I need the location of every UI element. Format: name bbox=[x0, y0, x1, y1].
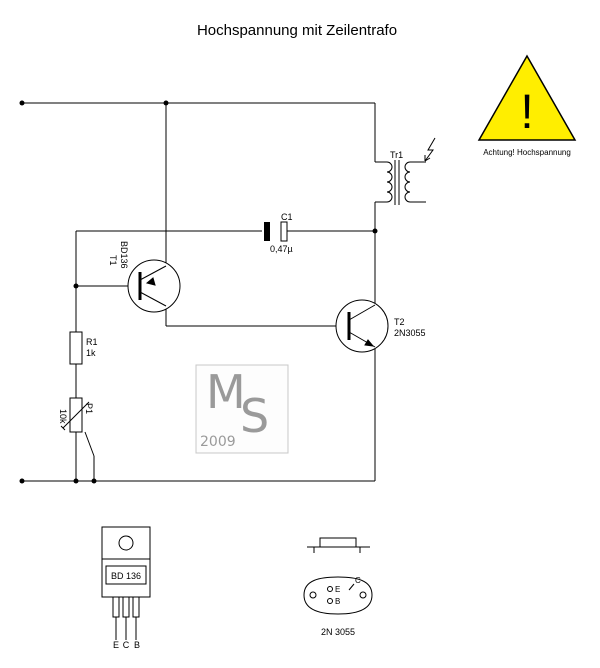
ms-2009-watermark: M S 2009 bbox=[195, 364, 289, 454]
potentiometer-p1 bbox=[60, 397, 90, 433]
high-voltage-warning: ! Achtung! Hochspannung bbox=[477, 54, 577, 157]
spark-icon bbox=[424, 137, 436, 162]
r1-value: 1k bbox=[86, 348, 96, 358]
wires bbox=[22, 102, 387, 482]
bd136-pin-b: B bbox=[134, 640, 140, 650]
transistor-t2 bbox=[335, 299, 389, 353]
n2n3055-pin-b: B bbox=[335, 597, 340, 606]
bd136-pin-c: C bbox=[123, 640, 130, 650]
capacitor-c1 bbox=[264, 221, 288, 242]
n2n3055-side-view bbox=[307, 537, 370, 553]
resistor-r1 bbox=[69, 331, 83, 365]
watermark-s: S bbox=[240, 389, 269, 443]
watermark-m: M bbox=[206, 365, 246, 419]
bd136-pin-e: E bbox=[113, 640, 119, 650]
junctions bbox=[19, 100, 378, 484]
n2n3055-pin-e: E bbox=[335, 585, 340, 594]
n2n3055-pin-c: C bbox=[355, 576, 361, 585]
t2-type: 2N3055 bbox=[394, 328, 426, 338]
warning-text: Achtung! Hochspannung bbox=[483, 148, 571, 157]
r1-ref: R1 bbox=[86, 337, 98, 347]
tr1-ref: Tr1 bbox=[390, 150, 403, 160]
warning-triangle-icon bbox=[477, 54, 577, 141]
watermark-year: 2009 bbox=[200, 434, 236, 450]
bd136-package bbox=[101, 526, 151, 640]
c1-ref: C1 bbox=[281, 212, 293, 222]
transformer-tr1 bbox=[386, 137, 436, 205]
n2n3055-label: 2N 3055 bbox=[321, 627, 355, 637]
p1-value: 10k bbox=[58, 409, 68, 424]
t1-ref: T1 bbox=[108, 255, 118, 266]
p1-ref: P1 bbox=[84, 403, 94, 414]
n2n3055-bottom-view bbox=[303, 576, 373, 615]
bd136-label: BD 136 bbox=[111, 571, 141, 581]
page-title: Hochspannung mit Zeilentrafo bbox=[197, 22, 397, 39]
c1-value: 0,47µ bbox=[270, 244, 293, 254]
exclamation-icon: ! bbox=[520, 86, 533, 139]
t2-ref: T2 bbox=[394, 317, 405, 327]
transistor-t1 bbox=[127, 259, 181, 313]
t1-type: BD136 bbox=[119, 241, 129, 269]
